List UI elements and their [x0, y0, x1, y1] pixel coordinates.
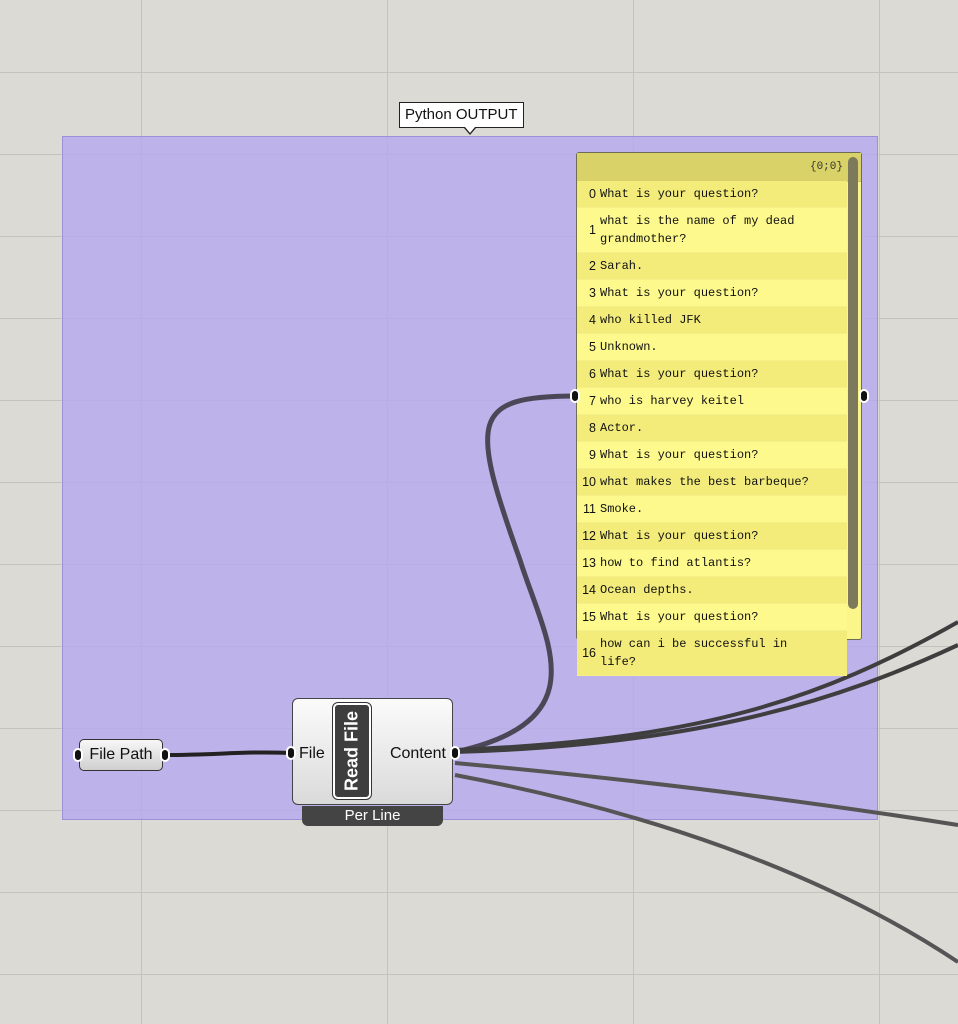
panel-input-grip[interactable]	[570, 389, 580, 403]
panel-row-index: 16	[582, 646, 596, 660]
panel-row-text: Smoke.	[600, 502, 644, 516]
panel-row[interactable]: 0 What is your question?	[577, 181, 847, 208]
wire-content-out-2[interactable]	[454, 643, 958, 754]
read-file-mode[interactable]: Per Line	[302, 806, 443, 826]
panel-output-grip[interactable]	[859, 389, 869, 403]
read-file-component[interactable]: File Read File Content	[292, 698, 453, 805]
panel-row-text: What is your question?	[600, 448, 759, 462]
panel-row-index: 13	[582, 556, 596, 570]
panel-row[interactable]: 8 Actor.	[577, 415, 847, 442]
panel-row[interactable]: 3 What is your question?	[577, 280, 847, 307]
panel-row-index: 8	[589, 421, 596, 435]
panel-row[interactable]: 9 What is your question?	[577, 442, 847, 469]
wire-content-out-4[interactable]	[454, 773, 958, 964]
read-file-output-grip[interactable]	[450, 746, 460, 760]
panel-row-text: Unknown.	[600, 340, 658, 354]
file-path-input-grip[interactable]	[73, 748, 83, 762]
group-label[interactable]: Python OUTPUT	[399, 102, 524, 135]
panel-row-text: Actor.	[600, 421, 644, 435]
read-file-input-grip[interactable]	[286, 746, 296, 760]
panel-data-path: {0;0}	[809, 161, 843, 173]
read-file-name-bar: Read File	[332, 702, 372, 800]
panel-row[interactable]: 16 how can i be successful in life?	[577, 631, 847, 676]
panel-row[interactable]: 5 Unknown.	[577, 334, 847, 361]
panel-row-index: 12	[582, 529, 596, 543]
panel-row[interactable]: 13 how to find atlantis?	[577, 550, 847, 577]
panel-row-index: 10	[582, 475, 596, 489]
wire-content-out-3[interactable]	[454, 761, 958, 827]
panel-row[interactable]: 14 Ocean depths.	[577, 577, 847, 604]
panel-row-index: 3	[589, 286, 596, 300]
panel-row-index: 11	[583, 502, 596, 516]
read-file-output-label[interactable]: Content	[389, 745, 446, 762]
panel-row-text: how can i be successful in life?	[600, 637, 788, 669]
panel-row-text: Ocean depths.	[600, 583, 694, 597]
panel-row-index: 0	[589, 187, 596, 201]
panel-row[interactable]: 10 what makes the best barbeque?	[577, 469, 847, 496]
file-path-label: File Path	[89, 746, 153, 763]
panel-row-text: who is harvey keitel	[600, 394, 745, 408]
panel-row-text: how to find atlantis?	[600, 556, 752, 570]
panel-row-text: What is your question?	[600, 367, 759, 381]
panel-row[interactable]: 2 Sarah.	[577, 253, 847, 280]
wire-content-to-panel[interactable]	[454, 393, 577, 755]
read-file-name: Read File	[341, 710, 362, 792]
panel-row-text: What is your question?	[600, 187, 759, 201]
panel-row-text: What is your question?	[600, 286, 759, 300]
panel-row-index: 1	[589, 223, 596, 237]
panel-row-text: what makes the best barbeque?	[600, 475, 809, 489]
panel-row-index: 7	[589, 394, 596, 408]
panel-row-index: 9	[589, 448, 596, 462]
panel-row[interactable]: 4 who killed JFK	[577, 307, 847, 334]
panel-scrollbar[interactable]	[848, 157, 858, 609]
panel-row[interactable]: 1 what is the name of my dead grandmother…	[577, 208, 847, 253]
panel-row-index: 4	[589, 313, 596, 327]
panel-row-index: 15	[582, 610, 596, 624]
panel-row[interactable]: 7 who is harvey keitel	[577, 388, 847, 415]
panel-row[interactable]: 15 What is your question?	[577, 604, 847, 631]
file-path-param[interactable]: File Path	[79, 739, 163, 771]
panel-row-text: What is your question?	[600, 529, 759, 543]
wire-filepath-to-file[interactable]	[164, 750, 293, 757]
panel-row-text: who killed JFK	[600, 313, 701, 327]
file-path-output-grip[interactable]	[160, 748, 170, 762]
panel-row[interactable]: 6 What is your question?	[577, 361, 847, 388]
panel-row[interactable]: 12 What is your question?	[577, 523, 847, 550]
read-file-input-label[interactable]: File	[299, 745, 325, 762]
panel-row-text: what is the name of my dead grandmother?	[600, 214, 795, 246]
panel-row[interactable]: 11 Smoke.	[577, 496, 847, 523]
panel-row-text: Sarah.	[600, 259, 644, 273]
panel-header: {0;0}	[577, 153, 861, 182]
panel-row-index: 14	[582, 583, 596, 597]
panel-row-index: 5	[589, 340, 596, 354]
panel-row-text: What is your question?	[600, 610, 759, 624]
panel-row-index: 6	[589, 367, 596, 381]
panel-row-index: 2	[589, 259, 596, 273]
wire-content-out-1[interactable]	[454, 620, 958, 752]
